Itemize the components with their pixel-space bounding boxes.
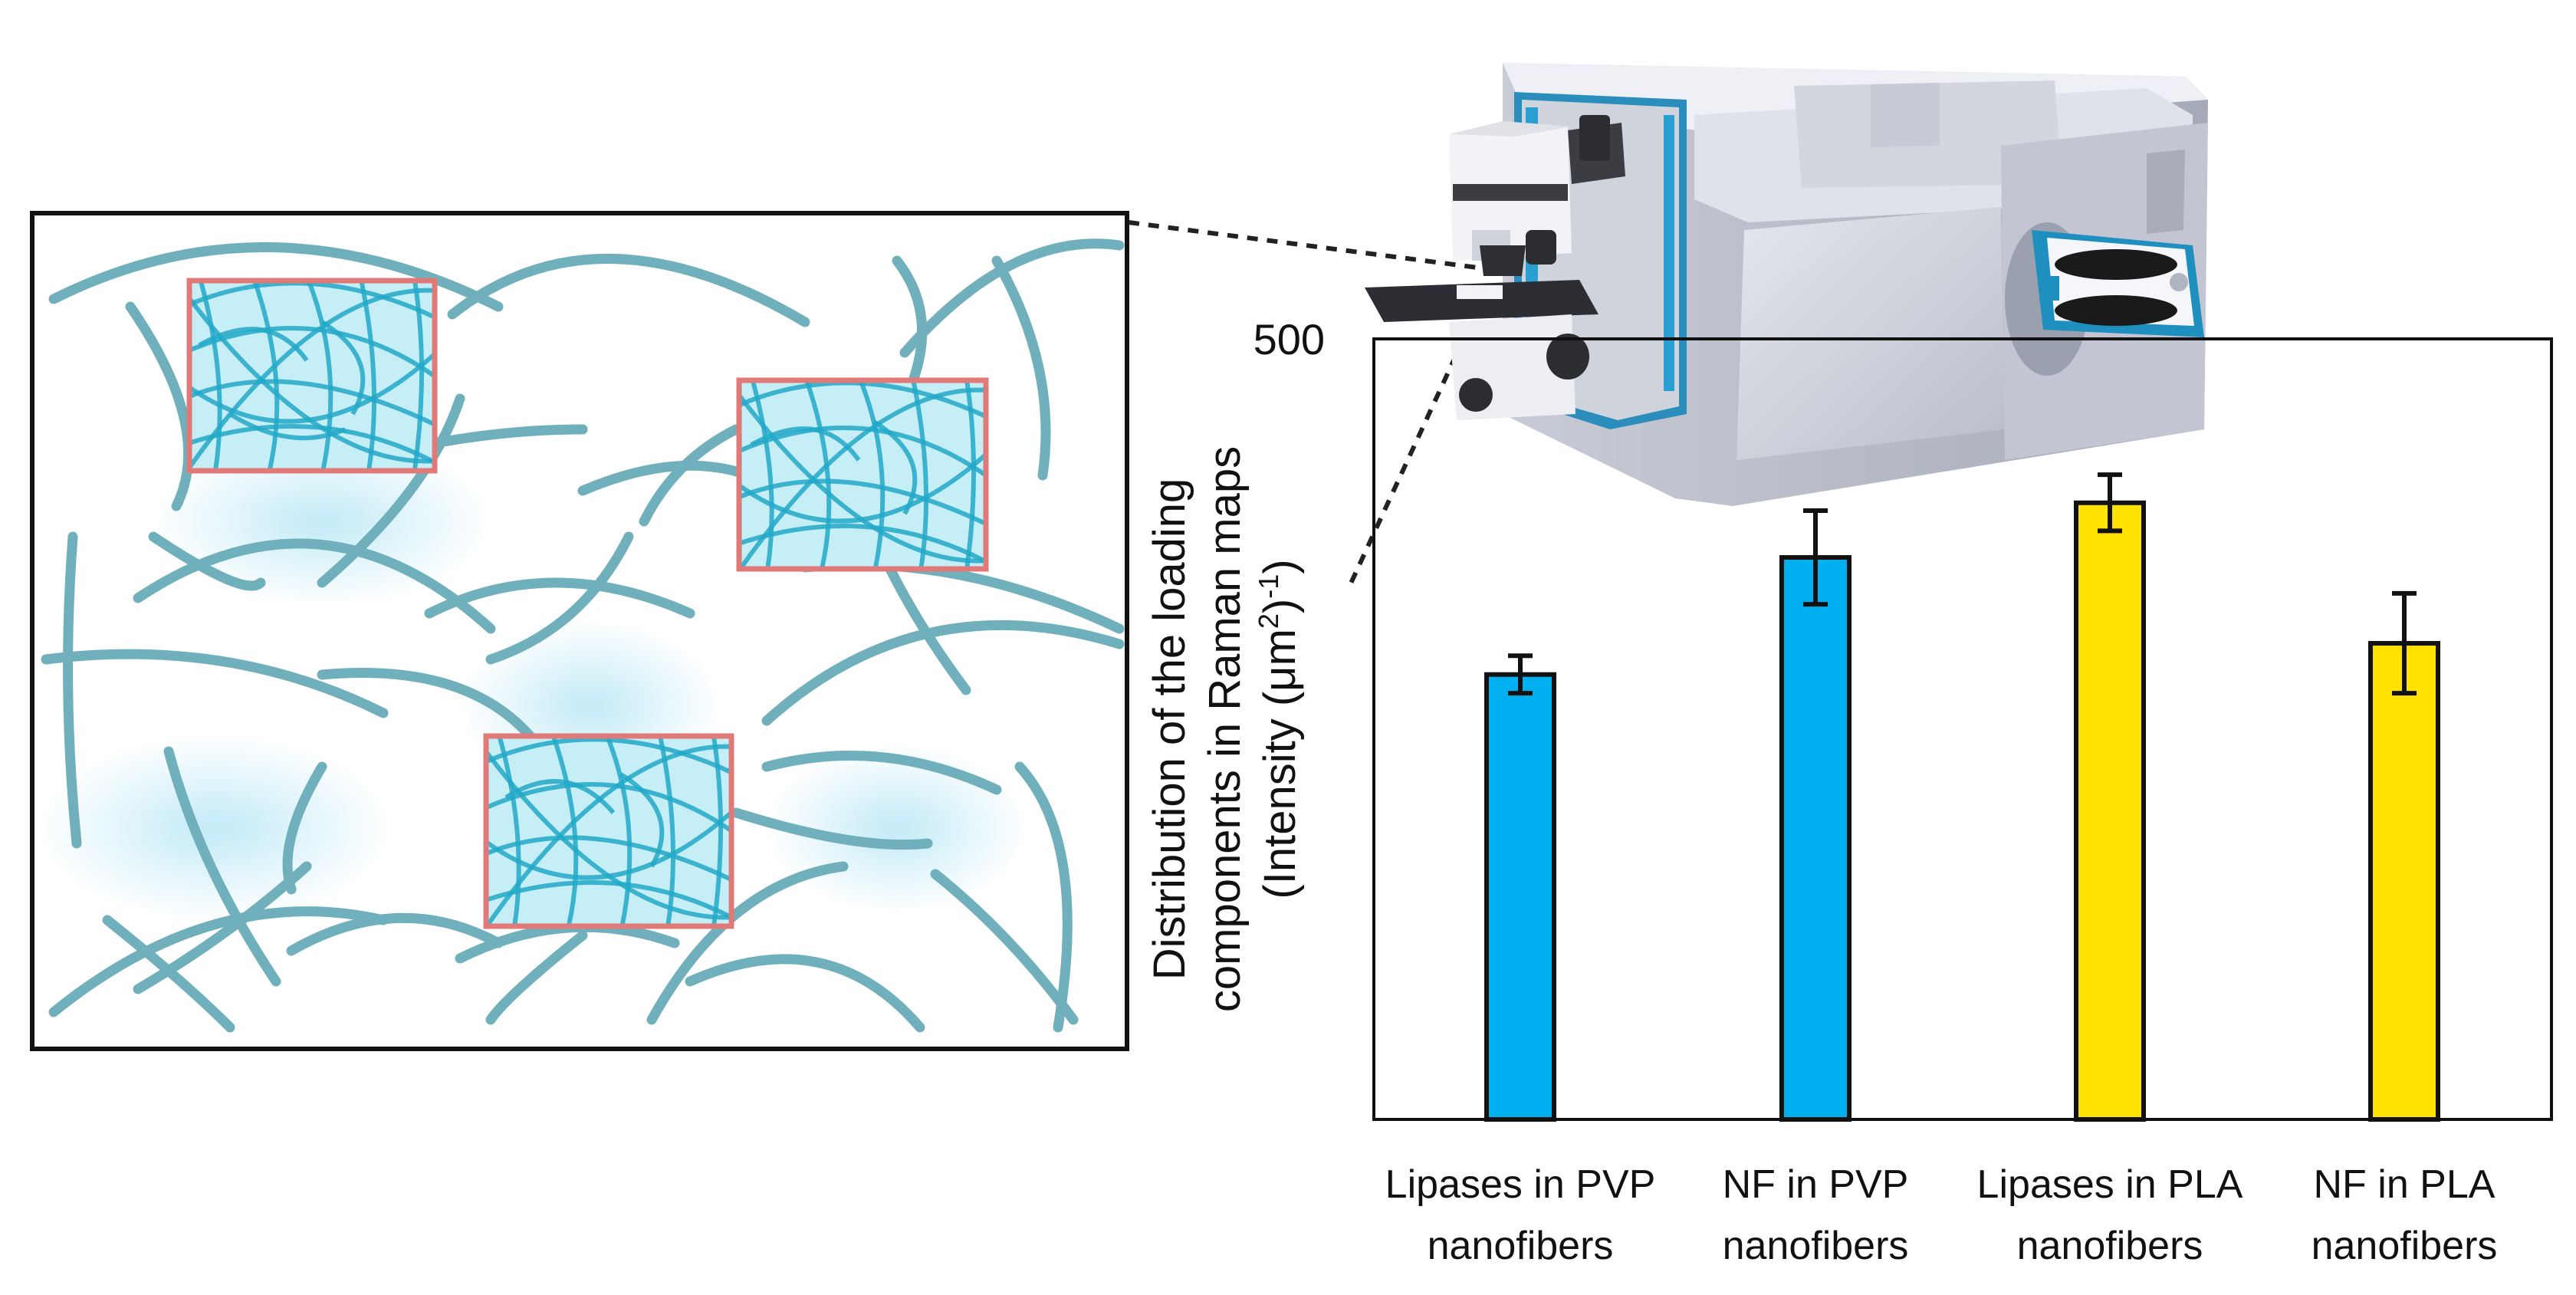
bar [2074,500,2146,1122]
y-axis-label: Distribution of the loading components i… [1145,446,1305,1012]
bar [1779,555,1852,1122]
error-bars [1508,472,2417,696]
raman-map-patch-2 [736,377,989,572]
raman-microscope-illustration [1365,63,2208,506]
zoom-connector-lines [1128,220,1484,588]
nanofiber-frame [30,211,1129,1051]
microscope-icon [1365,92,1687,429]
category-labels: Lipases in PVP nanofibers NF in PVP nanofib… [1385,1162,2498,1268]
y-axis-label-line-3: (Intensity (μm2)-1) [1253,559,1305,899]
y-axis-label-line-2: components in Raman maps [1200,446,1250,1012]
x-tick-label: NF in PLA [2314,1162,2496,1207]
bars [1484,500,2440,1122]
x-tick-label: NF in PVP [1723,1162,1909,1207]
x-tick-label: Lipases in PLA [1977,1162,2243,1207]
raman-map-patch-1 [186,278,438,474]
x-tick-label: Lipases in PVP [1385,1162,1656,1207]
plot-frame [1372,337,2553,1121]
raman-map-patch-3 [483,733,734,929]
x-tick-label: nanofibers [2312,1224,2498,1268]
error-bar [2098,472,2122,534]
error-bar [2392,590,2417,696]
error-bar [1803,508,1828,607]
y-axis-label-line-1: Distribution of the loading [1145,478,1194,981]
x-tick-label: nanofibers [1428,1224,1614,1268]
nanofiber-mat-illustration [30,211,1129,1051]
x-tick-label: nanofibers [2017,1224,2203,1268]
y-tick-label: 500 [1254,315,1325,363]
bar [1484,672,1556,1122]
x-tick-label: nanofibers [1723,1224,1909,1268]
detector-icon [2032,230,2204,337]
bar [2368,641,2440,1122]
error-bar [1508,653,1533,696]
bar-chart: 500 Distribution of the loading componen… [1145,315,2553,1268]
